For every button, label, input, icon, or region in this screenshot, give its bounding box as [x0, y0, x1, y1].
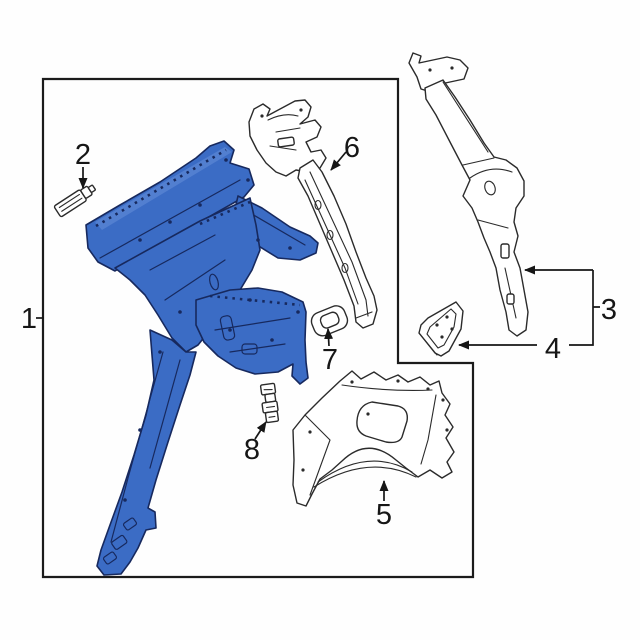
- part-7-access-hole-plate: [310, 305, 349, 337]
- part-8-joint-bracket: [259, 382, 280, 424]
- callout-5[interactable]: 5: [376, 499, 392, 531]
- leader-6: [330, 151, 347, 171]
- leader-3-bracket: [569, 270, 600, 346]
- callout-3[interactable]: 3: [601, 294, 617, 326]
- part-1-quarter-panel-inner: [85, 140, 319, 576]
- part-3-pillar-reinforcement: [408, 52, 529, 337]
- callout-2[interactable]: 2: [75, 139, 91, 171]
- part-5-wheelhouse-outer: [292, 370, 455, 507]
- callout-6[interactable]: 6: [344, 132, 360, 164]
- callout-4[interactable]: 4: [545, 333, 561, 365]
- leader-7: [324, 328, 334, 347]
- part-4-gusset-bracket: [418, 301, 464, 357]
- leader-8: [254, 421, 267, 440]
- callout-7[interactable]: 7: [322, 344, 338, 376]
- callout-8[interactable]: 8: [244, 434, 260, 466]
- callout-leaders: [36, 151, 600, 501]
- part-2-mounting-bracket: [53, 184, 96, 218]
- callout-1[interactable]: 1: [21, 303, 37, 335]
- part-group-box: [41, 77, 475, 579]
- part-6-roof-side-rail: [248, 99, 378, 329]
